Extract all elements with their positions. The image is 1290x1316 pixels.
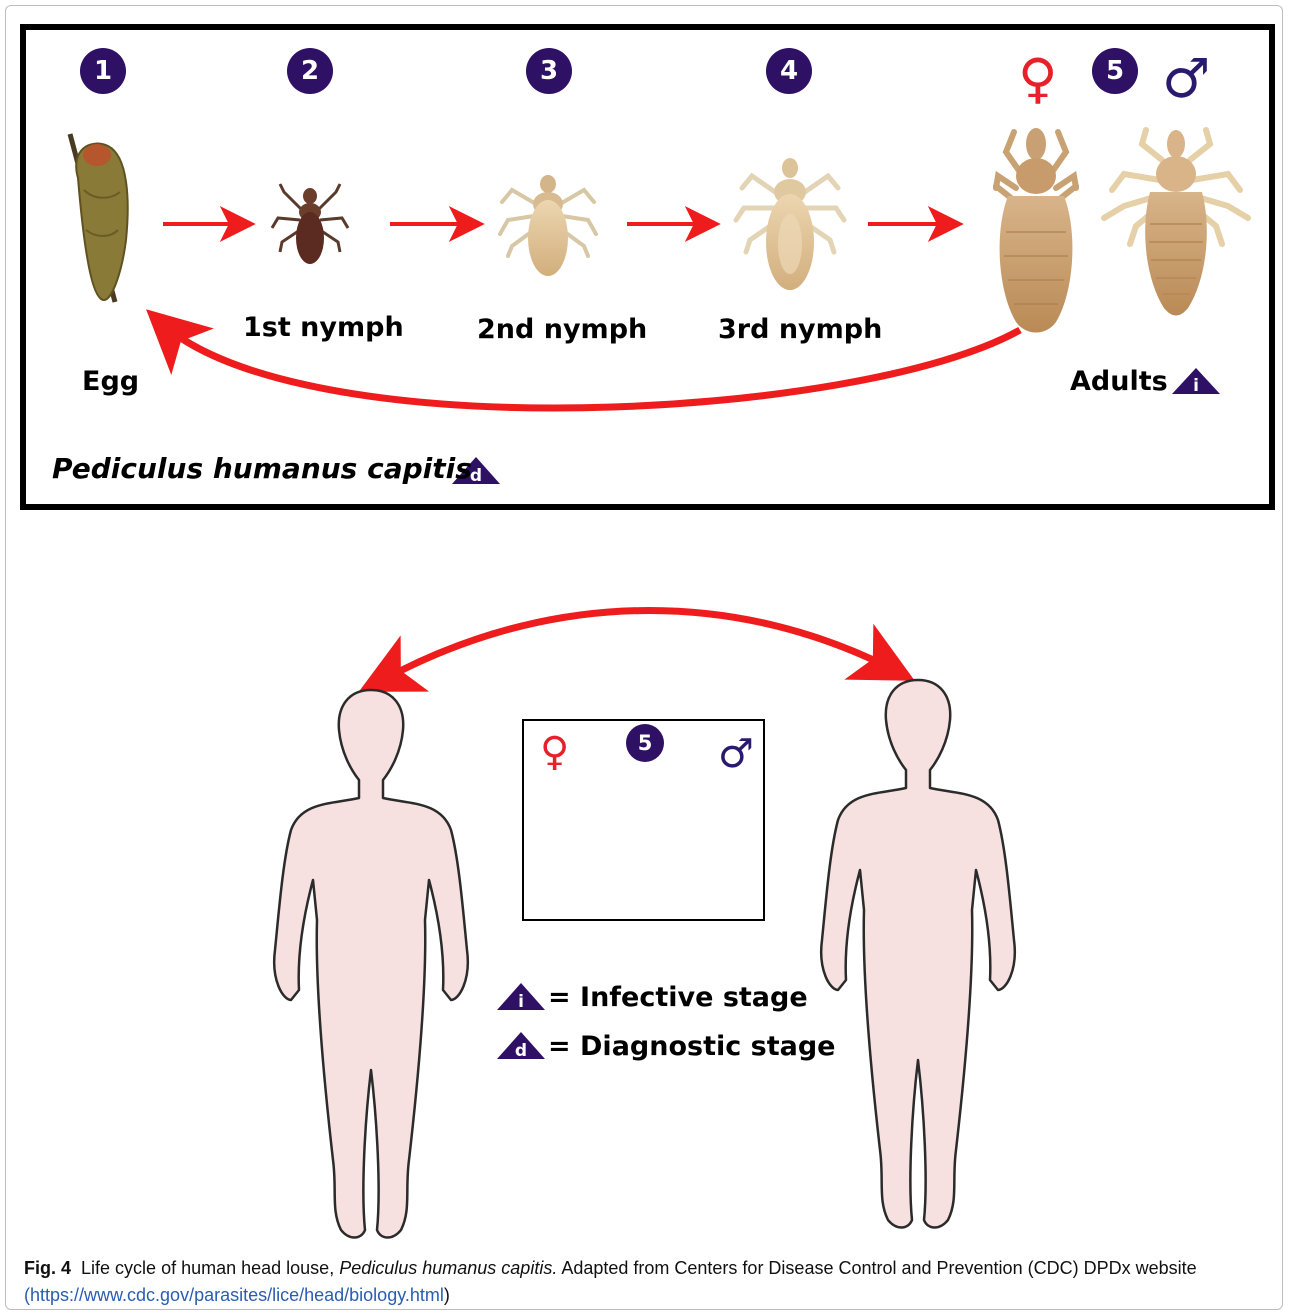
svg-text:i: i [518,992,524,1012]
caption-text-start: Life cycle of human head louse, [81,1258,339,1278]
legend-infective-stage: = Infective stage [548,982,808,1013]
svg-text:i: i [1193,376,1199,396]
stage-label-adults: Adults [1070,366,1168,397]
stage-number-badge-5: 5 [1092,48,1138,94]
female-symbol: ♀ [1018,52,1058,106]
inset-female-symbol: ♀ [540,732,569,772]
inset-male-symbol: ♂ [718,734,754,774]
louse-egg-image [70,134,128,302]
svg-text:d: d [515,1041,527,1061]
figure-caption: Fig. 4 Life cycle of human head louse, P… [24,1255,1264,1309]
stage-label-second-nymph: 2nd nymph [477,314,647,345]
figure-number: Fig. 4 [24,1258,71,1278]
caption-species: Pediculus humanus capitis. [339,1258,557,1278]
stage-label-egg: Egg [82,366,139,397]
species-label: Pediculus humanus capitis [52,452,472,485]
second-nymph-image [500,175,596,276]
adult-male-image [1104,130,1248,316]
male-symbol: ♂ [1162,52,1210,106]
caption-text-end: Adapted from Centers for Disease Control… [557,1258,1196,1278]
stage-label-third-nymph: 3rd nymph [718,314,882,345]
stage-number-badge-4: 4 [766,48,812,94]
stage-number-badge-2: 2 [287,48,333,94]
caption-close-paren: ) [444,1285,450,1305]
stage-number-badge-1: 1 [80,48,126,94]
stage-number-badge-3: 3 [526,48,572,94]
transmission-arrow [398,611,898,673]
human-right [821,680,1015,1228]
human-left [274,690,468,1238]
legend-diagnostic-stage: = Diagnostic stage [548,1031,835,1062]
diagnostic-stage-triangle-legend: d [497,1032,545,1061]
first-nymph-image [272,184,348,264]
infective-stage-triangle-legend: i [497,983,545,1012]
third-nymph-image [736,158,844,290]
source-link[interactable]: https://www.cdc.gov/parasites/lice/head/… [30,1285,444,1305]
infective-stage-triangle-top: i [1172,368,1220,396]
stage-label-first-nymph: 1st nymph [243,312,404,343]
adult-female-image [996,128,1076,333]
inset-number-badge: 5 [626,724,664,762]
